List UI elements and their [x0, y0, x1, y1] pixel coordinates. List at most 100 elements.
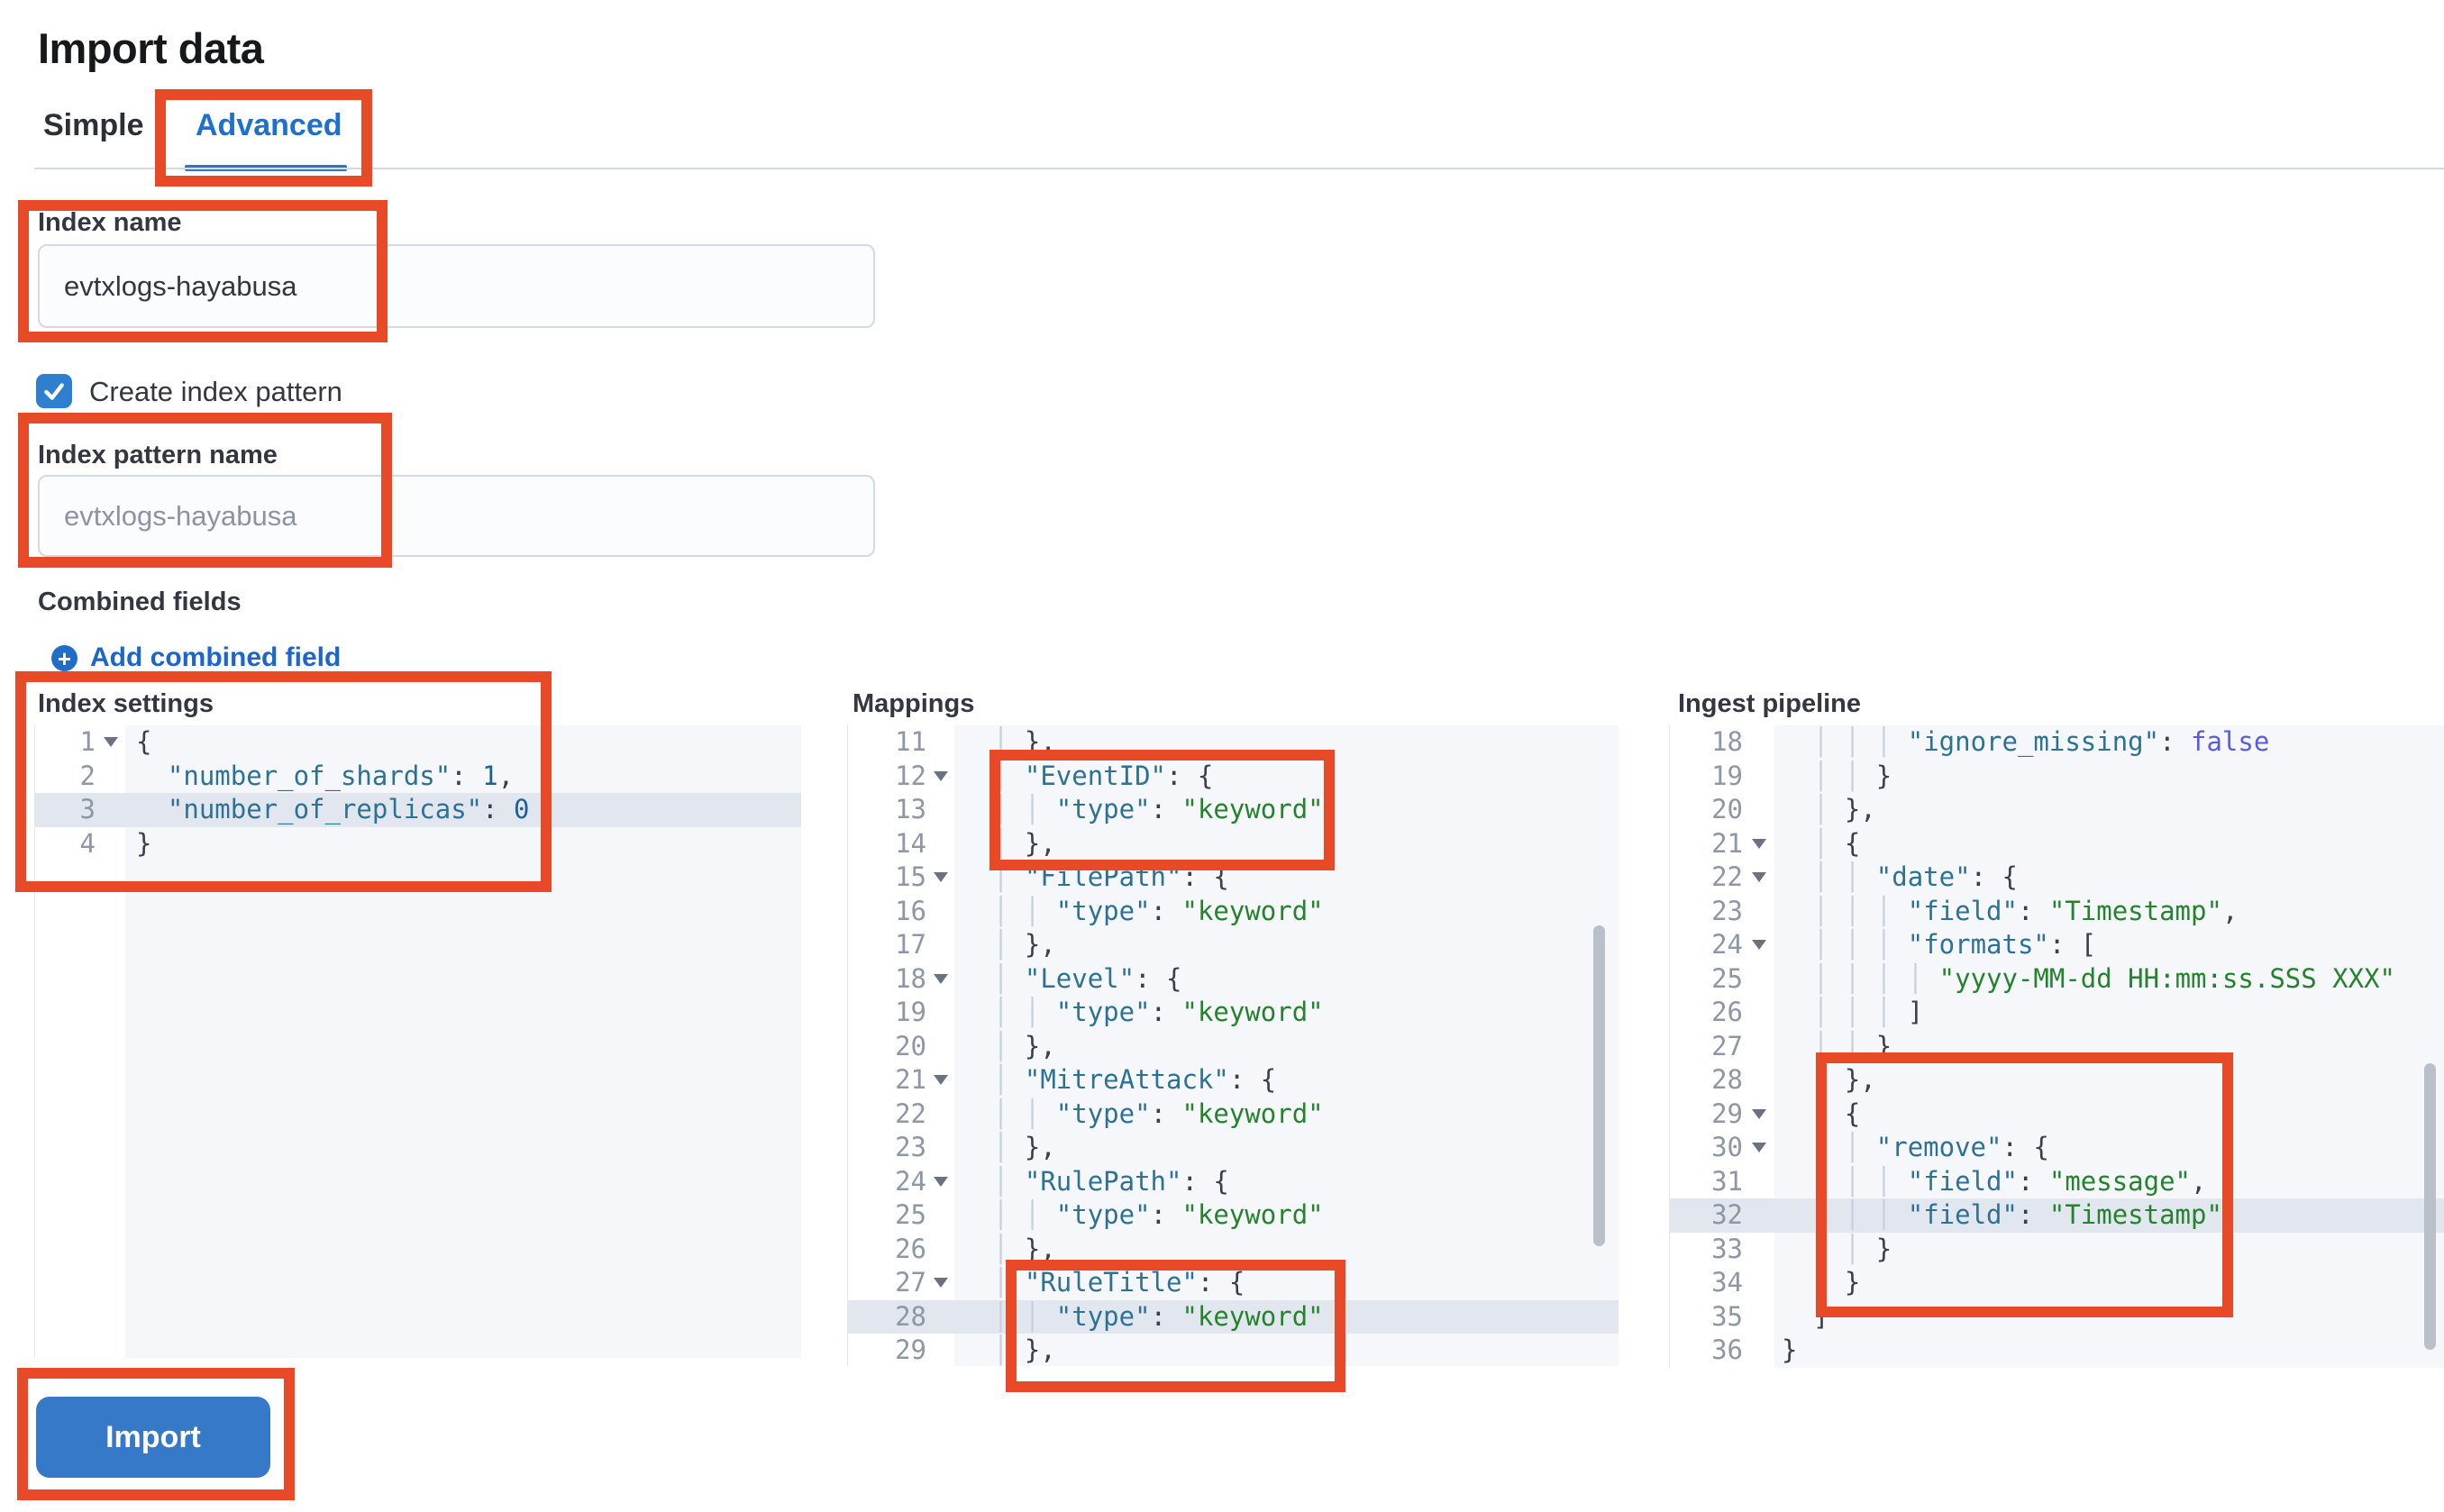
- code-text: │ },: [992, 1334, 1056, 1365]
- fold-arrow-spacer: [926, 996, 954, 1030]
- line-number: 4: [79, 827, 96, 859]
- line-number: 34: [1711, 1267, 1743, 1298]
- fold-arrow-icon[interactable]: [96, 725, 125, 760]
- line-number: 1: [79, 726, 96, 757]
- code-text: │ │ }: [1812, 760, 1892, 791]
- code-line: 27 │ │ }: [1670, 1030, 2444, 1064]
- code-text: │ │ }: [1812, 1233, 1892, 1264]
- fold-arrow-icon[interactable]: [1743, 827, 1774, 861]
- ingest-pipeline-scrollbar[interactable]: [2424, 1063, 2436, 1350]
- index-name-input[interactable]: [38, 244, 875, 328]
- code-line: 20 │ },: [1670, 793, 2444, 827]
- create-index-pattern-label: Create index pattern: [89, 376, 342, 407]
- index-name-label: Index name: [38, 208, 182, 237]
- code-text: │ │ │ "ignore_missing": false: [1812, 726, 2270, 757]
- line-number: 21: [1711, 827, 1743, 859]
- fold-arrow-spacer: [1743, 1063, 1774, 1098]
- fold-arrow-icon[interactable]: [1743, 1098, 1774, 1132]
- code-line: 30 │ │ "remove": {: [1670, 1131, 2444, 1165]
- code-line: 4}: [35, 827, 801, 861]
- line-number: 15: [895, 861, 926, 892]
- line-number: 22: [1711, 861, 1743, 892]
- code-line: 14 │ },: [848, 827, 1619, 861]
- code-text: │ │ │ "field": "Timestamp": [1812, 1199, 2222, 1230]
- add-combined-field-link[interactable]: Add combined field: [90, 642, 342, 672]
- code-text: │ },: [992, 1030, 1056, 1061]
- code-line: 20 │ },: [848, 1030, 1619, 1064]
- line-number: 32: [1711, 1199, 1743, 1230]
- code-text: │ │ │ "field": "Timestamp",: [1812, 895, 2239, 926]
- fold-arrow-icon[interactable]: [926, 962, 954, 997]
- mappings-label: Mappings: [853, 689, 975, 718]
- code-line: 23 │ },: [848, 1131, 1619, 1165]
- fold-arrow-spacer: [926, 1233, 954, 1267]
- fold-arrow-icon[interactable]: [926, 1063, 954, 1098]
- tabs-divider: [34, 168, 2444, 169]
- code-text: │ "FilePath": {: [992, 861, 1229, 892]
- fold-arrow-spacer: [926, 928, 954, 962]
- line-number: 26: [895, 1233, 926, 1264]
- fold-arrow-spacer: [926, 725, 954, 760]
- combined-fields-label: Combined fields: [38, 587, 242, 616]
- fold-arrow-icon[interactable]: [926, 1165, 954, 1199]
- code-line: 19 │ │ "type": "keyword": [848, 996, 1619, 1030]
- checkmark-icon: [44, 383, 64, 400]
- index-pattern-name-label: Index pattern name: [38, 441, 278, 469]
- code-text: │ {: [1812, 827, 1861, 859]
- code-text: │ │ "type": "keyword": [992, 1300, 1324, 1332]
- line-number: 3: [79, 794, 96, 824]
- code-line: 18 │ "Level": {: [848, 962, 1619, 997]
- code-text: │ },: [1812, 1064, 1876, 1095]
- mappings-editor[interactable]: 11 │ },12 │ "EventID": {13 │ │ "type": "…: [847, 725, 1619, 1366]
- code-text: │ │ "type": "keyword": [992, 895, 1324, 926]
- fold-arrow-spacer: [1743, 1266, 1774, 1300]
- fold-arrow-spacer: [926, 1334, 954, 1366]
- code-text: │ "EventID": {: [992, 760, 1214, 791]
- code-text: │ "RuleTitle": {: [992, 1267, 1245, 1298]
- code-text: │ },: [992, 1233, 1056, 1264]
- code-line: 26 │ │ │ ]: [1670, 996, 2444, 1030]
- index-settings-label: Index settings: [38, 689, 214, 718]
- line-number: 19: [1711, 760, 1743, 791]
- tab-simple[interactable]: Simple: [43, 108, 144, 142]
- code-text: │ "Level": {: [992, 962, 1182, 994]
- line-number: 23: [1711, 895, 1743, 926]
- code-line: 11 │ },: [848, 725, 1619, 760]
- code-text: │ },: [992, 827, 1056, 859]
- code-line: 21 │ "MitreAttack": {: [848, 1063, 1619, 1098]
- create-index-pattern-checkbox[interactable]: [36, 374, 72, 408]
- line-number: 24: [895, 1165, 926, 1197]
- line-number: 26: [1711, 997, 1743, 1027]
- fold-arrow-icon[interactable]: [1743, 928, 1774, 962]
- fold-arrow-spacer: [1743, 895, 1774, 929]
- fold-arrow-spacer: [96, 827, 125, 861]
- fold-arrow-spacer: [1743, 760, 1774, 794]
- plus-circle-icon[interactable]: +: [51, 645, 78, 671]
- index-pattern-name-input[interactable]: [38, 475, 875, 557]
- fold-arrow-icon[interactable]: [1743, 861, 1774, 895]
- code-text: {: [136, 726, 152, 757]
- code-line: 23 │ │ │ "field": "Timestamp",: [1670, 895, 2444, 929]
- fold-arrow-icon[interactable]: [926, 861, 954, 895]
- code-line: 29 │ },: [848, 1334, 1619, 1366]
- mappings-scrollbar[interactable]: [1593, 925, 1605, 1246]
- code-text: │ │ }: [1812, 1030, 1892, 1061]
- line-number: 29: [1711, 1098, 1743, 1129]
- fold-arrow-spacer: [926, 895, 954, 929]
- import-button[interactable]: Import: [36, 1397, 270, 1478]
- tab-advanced[interactable]: Advanced: [196, 108, 342, 142]
- code-line: 22 │ │ "date": {: [1670, 861, 2444, 895]
- code-text: │ "RulePath": {: [992, 1165, 1229, 1197]
- code-line: 21 │ {: [1670, 827, 2444, 861]
- fold-arrow-icon[interactable]: [1743, 1131, 1774, 1165]
- code-text: │ │ │ "formats": [: [1812, 929, 2097, 960]
- index-settings-editor[interactable]: 1{2 "number_of_shards": 1,3 "number_of_r…: [34, 725, 801, 1358]
- fold-arrow-icon[interactable]: [926, 760, 954, 794]
- ingest-pipeline-label: Ingest pipeline: [1678, 689, 1862, 718]
- fold-arrow-spacer: [1743, 1334, 1774, 1368]
- line-number: 30: [1711, 1132, 1743, 1162]
- fold-arrow-spacer: [1743, 1030, 1774, 1064]
- fold-arrow-spacer: [1743, 962, 1774, 997]
- fold-arrow-icon[interactable]: [926, 1266, 954, 1300]
